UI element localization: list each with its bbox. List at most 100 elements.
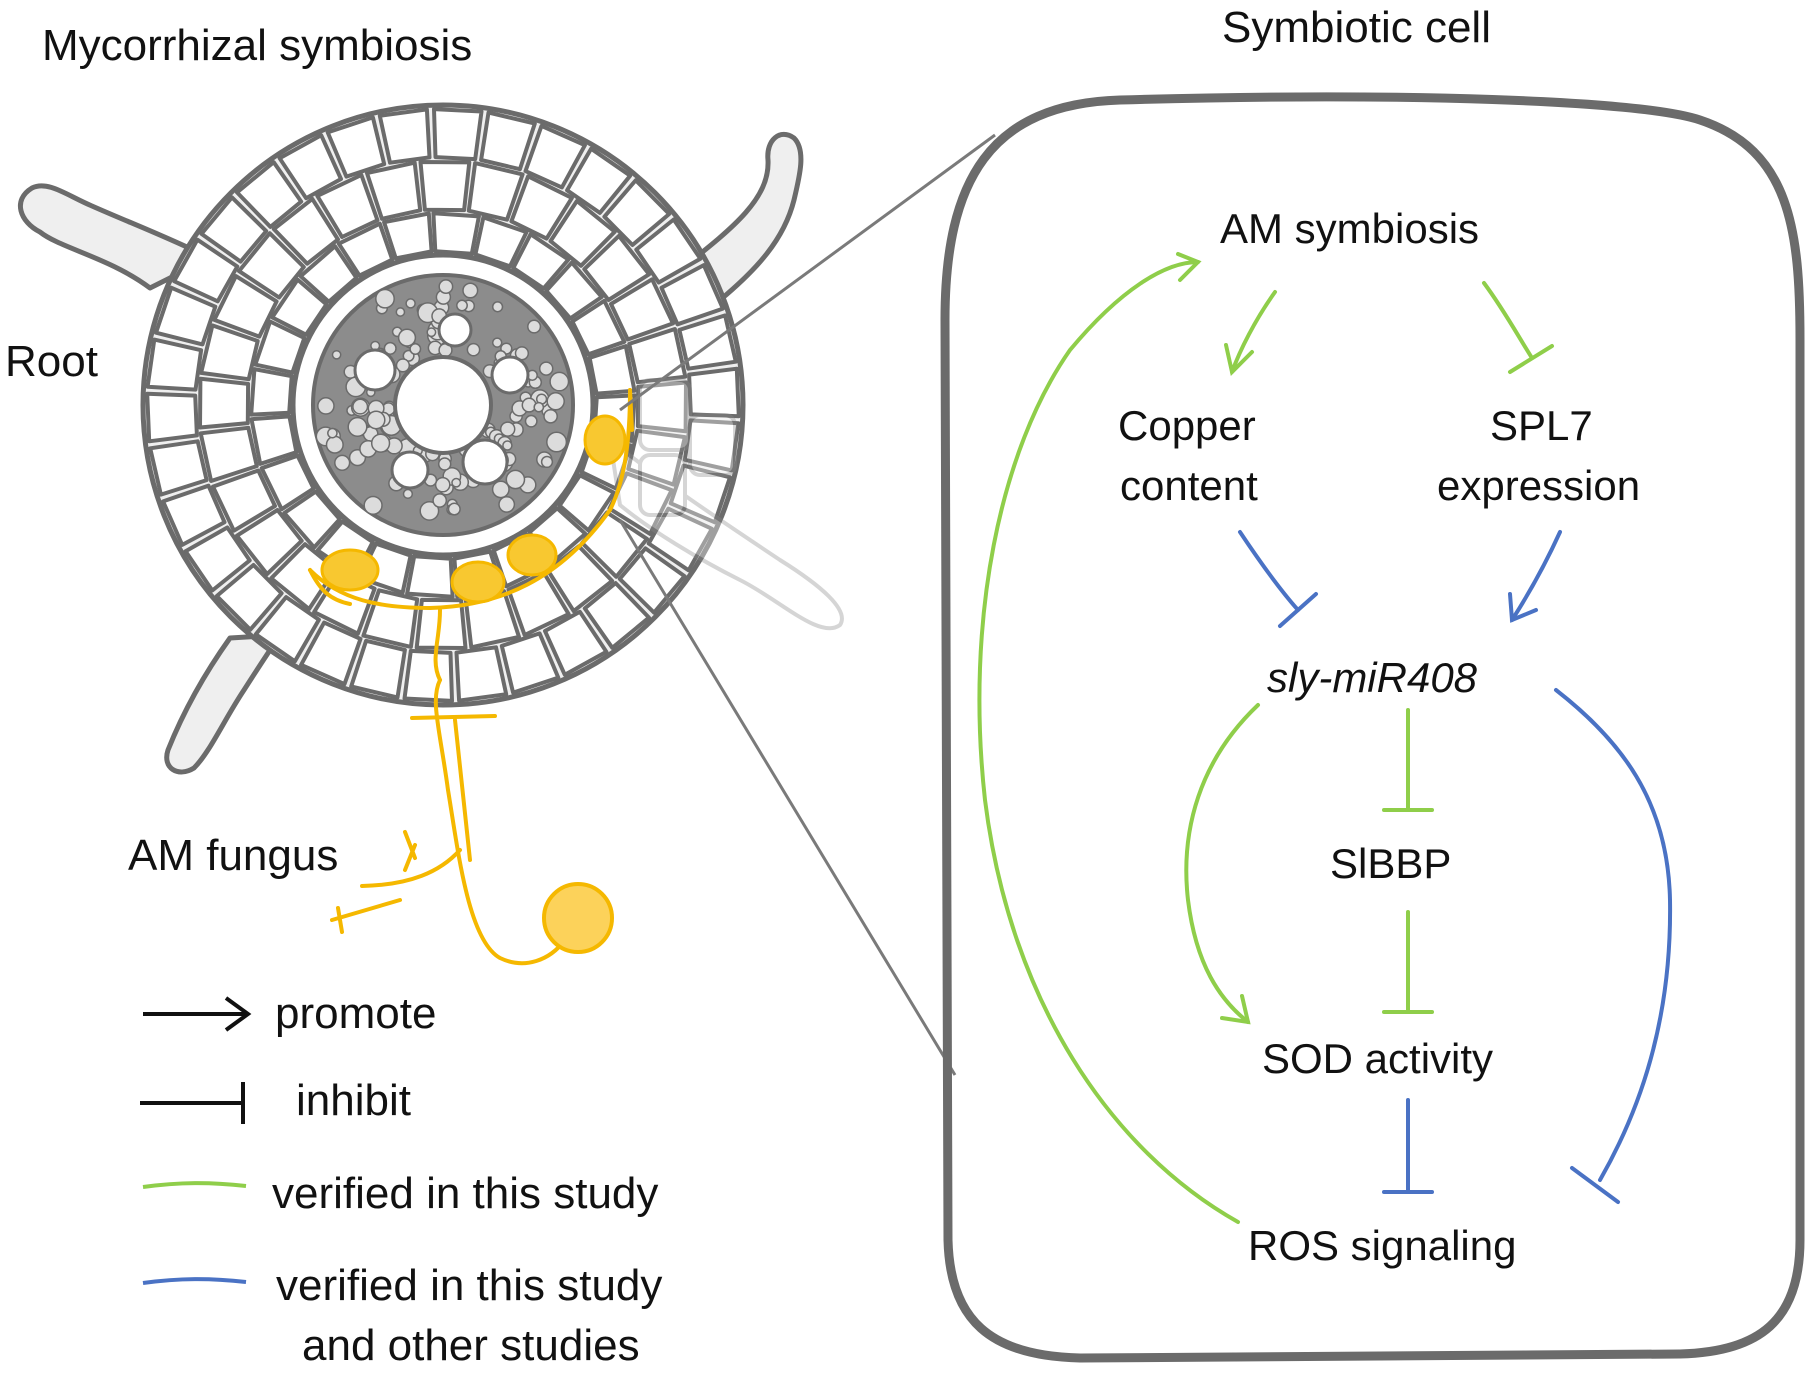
root-cell [211,468,277,533]
vascular-cell [549,371,570,392]
vascular-cell [546,392,565,411]
vascular-cell [331,349,342,360]
vascular-cell [498,495,516,513]
root-cell [479,110,537,172]
vascular-cell [521,397,537,413]
vascular-cell [397,328,417,347]
root-cell [634,217,703,285]
vascular-cell [543,408,558,424]
vascular-cell [352,398,369,415]
root-cell [282,489,342,550]
root-cell [148,439,209,497]
vascular-cell [434,476,451,493]
root-cell [199,323,260,382]
root-cell [582,581,651,650]
vascular-cell [437,457,452,471]
root-cell [511,232,571,291]
root-cell [249,367,294,417]
root-cell [466,161,525,222]
root-cell [687,366,741,419]
root-cell [145,337,204,392]
root-cell [431,211,481,256]
root-cell [626,428,687,487]
root-cell [253,595,321,664]
root-cell [198,425,259,483]
root-cell [234,508,304,577]
root-cell [548,199,617,268]
vascular-cell [375,288,395,309]
intraradical-hyphae [308,388,634,682]
root-cell [298,244,359,304]
vascular-cell [462,282,479,299]
node-copper-line2: content [1120,462,1258,509]
root-cell [161,483,227,547]
vascular-cell [426,327,437,338]
vascular-cell [409,343,422,355]
root-cell [418,160,472,213]
root-cell [382,211,434,261]
root-cell [587,344,637,396]
arbuscules [320,414,627,604]
root-cell [668,463,732,525]
root-cross-section [18,102,844,775]
extraradical-hyphae [330,678,567,966]
xylem-vessel [393,355,493,455]
vascular-cell [524,414,538,428]
root-hairs [18,131,804,775]
root-cell [172,237,240,304]
root-cell [249,414,299,466]
root-cell [154,285,218,347]
edge-mir408-inhibits-slbbp [1382,708,1434,812]
root-cell [609,277,675,342]
fungus-label: AM fungus [128,831,338,880]
edge-mir408-promotes-sod [1184,703,1260,1025]
vascular-cell [533,401,545,413]
vascular-cell [334,454,351,471]
node-sod-activity: SOD activity [1262,1035,1493,1082]
root-cell [237,231,306,300]
vascular-cell [402,488,414,500]
root-cell [646,506,714,573]
edge-spl7-promotes-mir408 [1508,530,1562,623]
root-cell [405,554,455,599]
edge-ros-promotes-am [977,252,1240,1224]
vascular-cell [366,410,386,430]
vascular-cell [438,279,454,295]
symbiotic-cell-outline [940,92,1805,1363]
legend-blue-label-2: and other studies [302,1321,640,1370]
edge-slbbp-inhibits-sod [1382,910,1434,1014]
vascular-cell [546,431,568,453]
legend-inhibit: inhibit [140,1076,411,1125]
legend: promote inhibit verified in this study v… [140,989,662,1370]
root-cell [402,648,454,703]
zoom-lines [618,133,996,1076]
legend-promote: promote [143,989,436,1038]
root-cell [544,260,604,321]
vascular-cell [538,361,554,376]
vascular-cell [395,307,406,317]
root-cell [682,418,741,473]
root-cell [582,233,652,302]
vascular-cell [419,500,440,521]
legend-blue-label-1: verified in this study [276,1261,662,1310]
root-cell [659,263,725,327]
vascular-cell [347,416,368,437]
edge-mir408-inhibits-ros [1554,688,1673,1204]
root-cell [570,298,627,357]
root-cell [454,645,509,703]
legend-green: verified in this study [142,1169,658,1218]
root-cell [277,133,343,201]
highlighted-cell-region [607,378,844,631]
vascular-cell [370,433,391,453]
root-cell [543,609,609,677]
root-cell [565,146,633,215]
vascular-cell [327,427,338,439]
vascular-cell [456,299,468,312]
root-cell [271,196,340,266]
node-ros-signaling: ROS signaling [1248,1222,1516,1269]
root-cell [198,376,251,430]
edge-sod-inhibits-ros [1382,1098,1434,1194]
root-cell [523,123,587,190]
edge-am-promotes-copper [1224,290,1277,376]
root-cell [377,107,432,165]
